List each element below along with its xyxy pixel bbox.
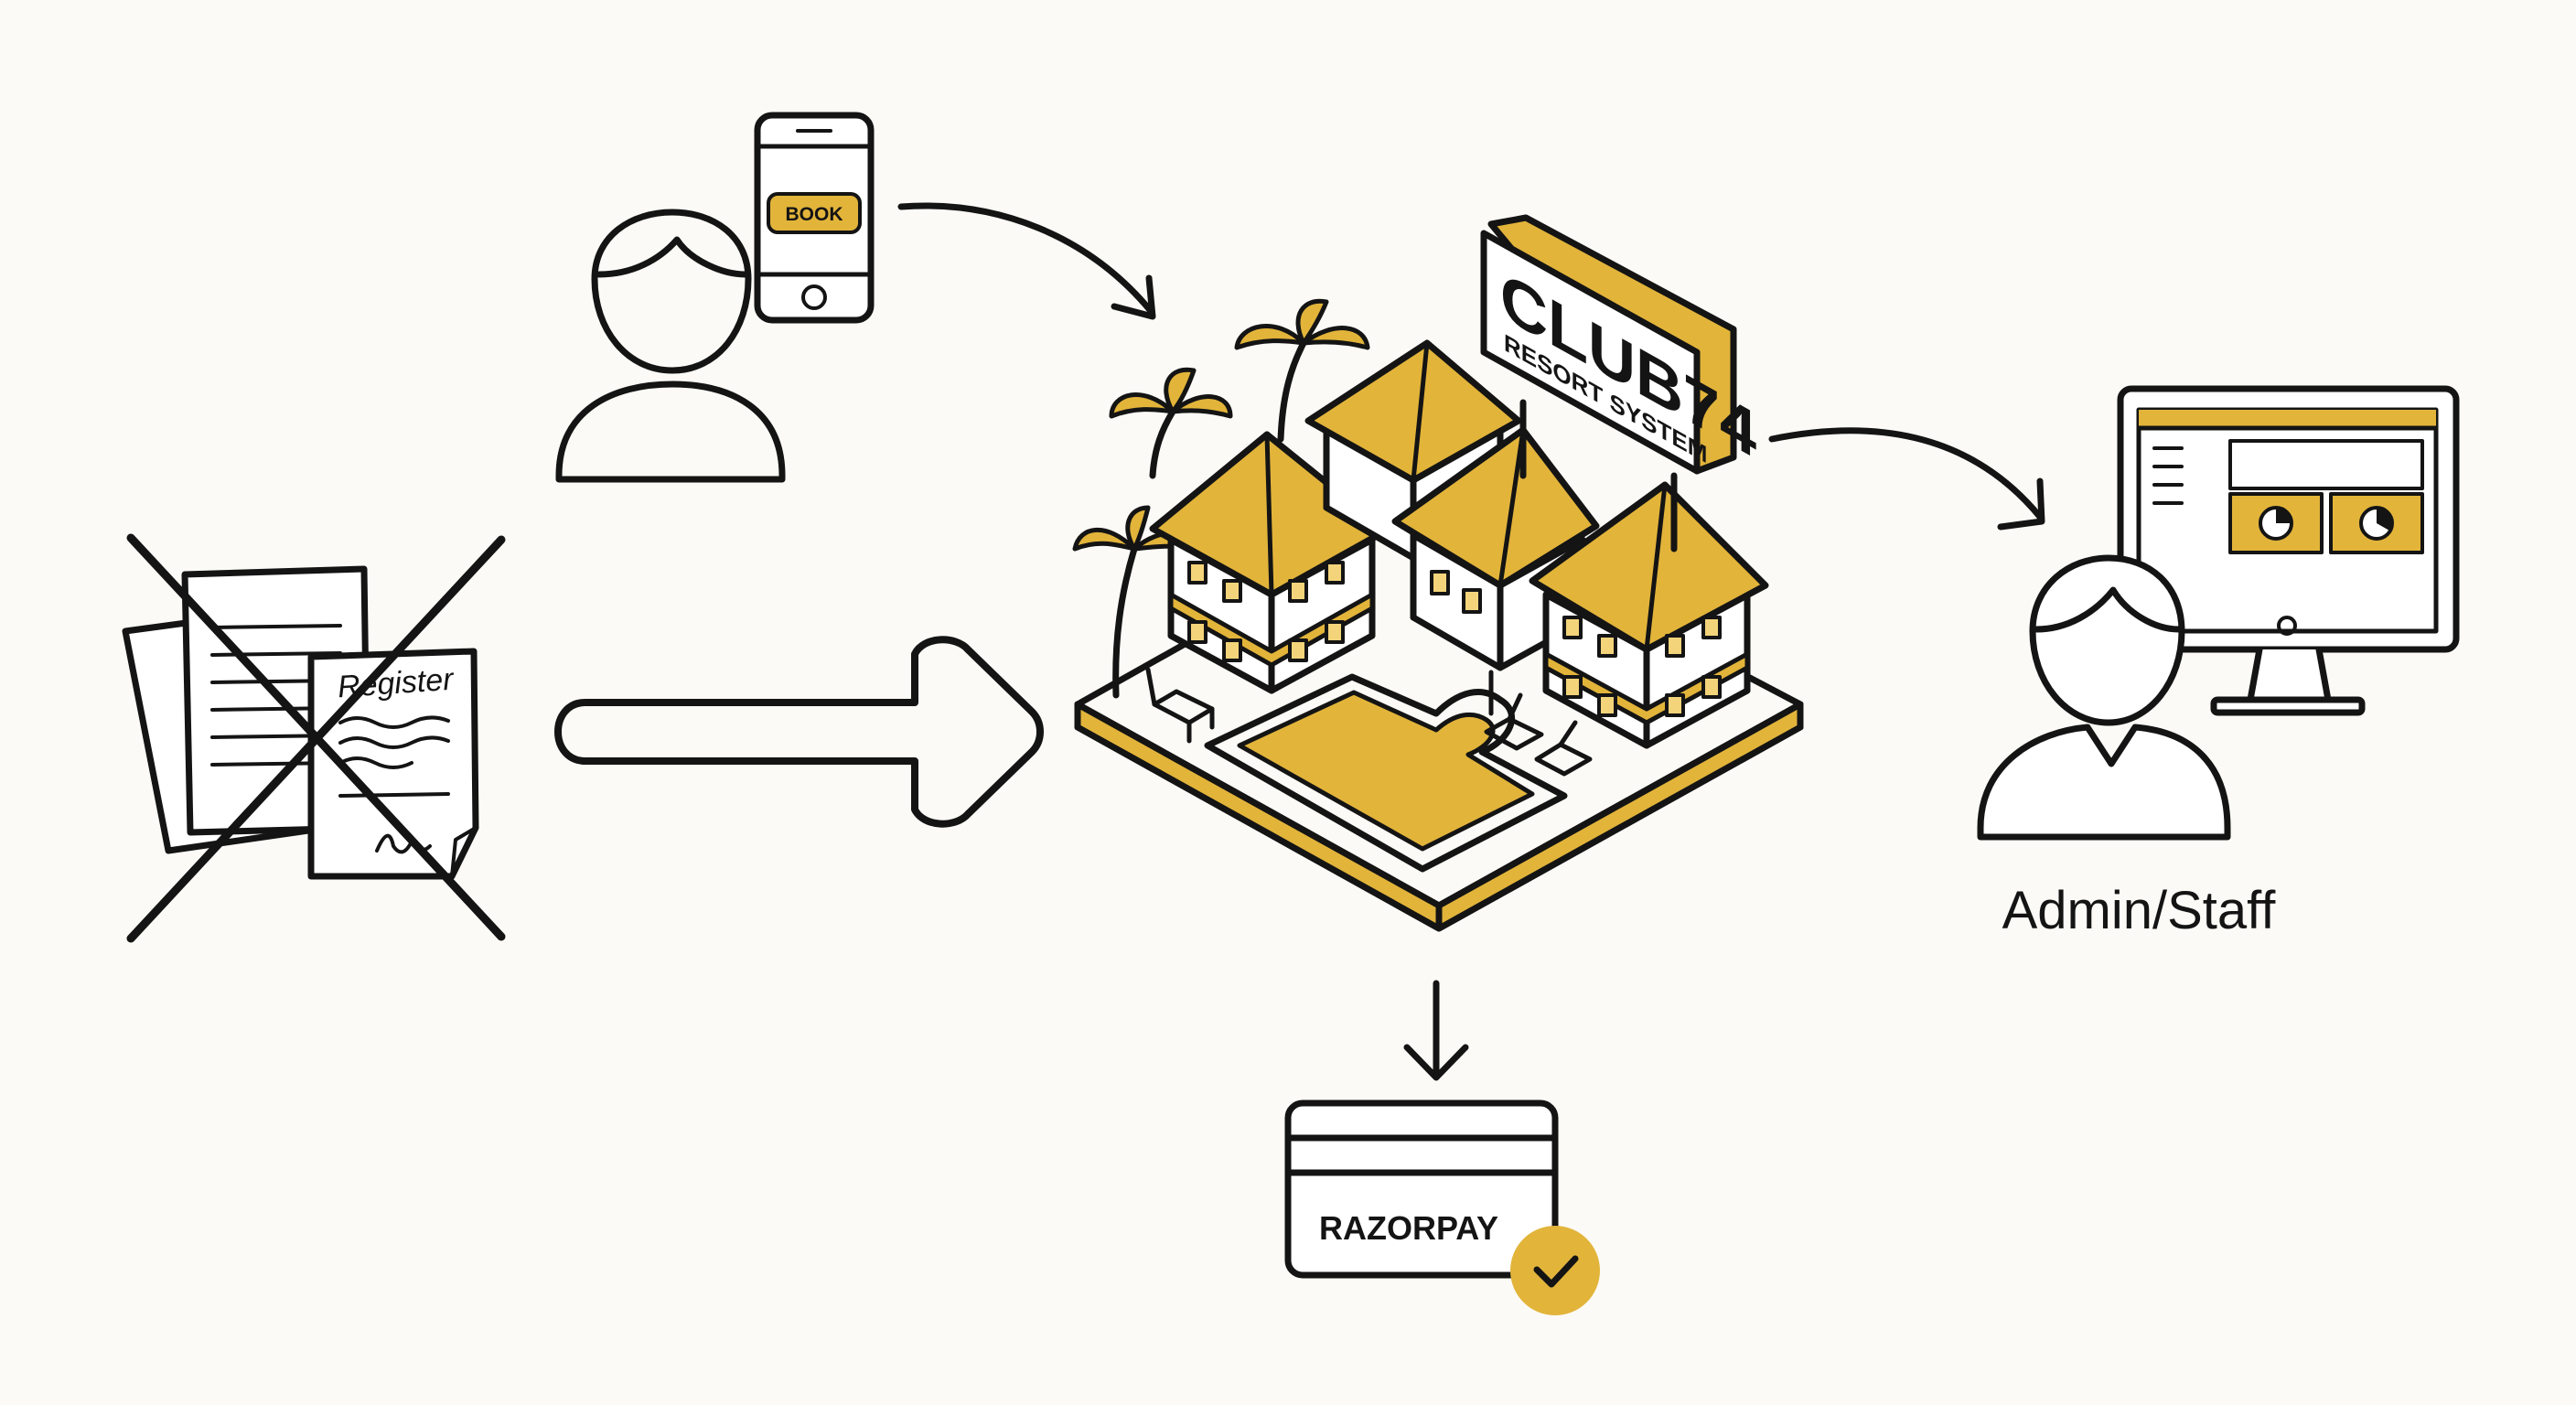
phone-icon: BOOK [754,112,875,324]
admin-arrow [1768,427,2044,520]
villa-right [1529,481,1769,749]
booking-arrow [897,202,1154,315]
admin-monitor-icon [2117,385,2460,716]
payment-success-check-icon [1510,1226,1600,1315]
admin-arrowhead [1997,477,2045,531]
migration-arrow [554,636,1044,828]
villa-left [1149,431,1390,694]
villa-center [1391,426,1600,716]
admin-user-icon [1977,554,2231,841]
cross-out-icon [126,533,506,943]
admin-staff-label: Admin/Staff [2002,881,2277,940]
book-button-label: BOOK [786,204,843,225]
palm-tree-middle [1109,367,1233,479]
paper-register-icon: Register [122,565,479,880]
palm-tree-back [1234,298,1370,443]
book-button[interactable] [767,192,862,234]
razorpay-label: RAZORPAY [1319,1209,1498,1247]
booking-arrowhead [1111,274,1156,320]
payment-card-icon: RAZORPAY [1284,1099,1559,1279]
resort-illustration: CLUB74 RESORT SYSTEM [1072,214,1804,932]
payment-arrowhead [1403,1044,1469,1081]
guest-user-icon [555,209,786,483]
